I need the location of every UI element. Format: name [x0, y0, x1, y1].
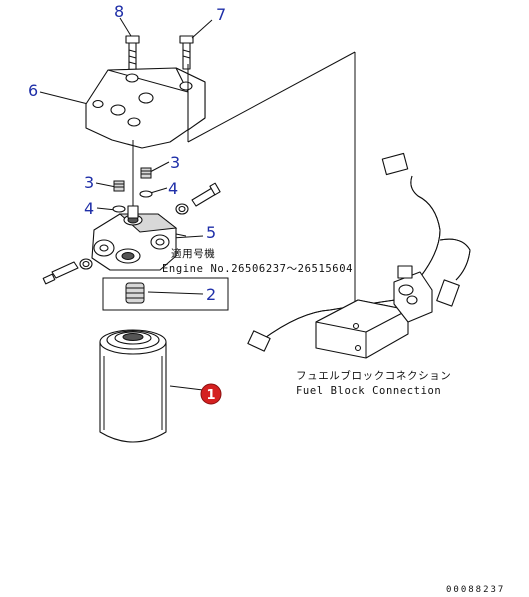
callout-5: 5	[206, 223, 216, 242]
fuel-block-assembly	[247, 152, 471, 359]
callout-1: 1	[206, 388, 215, 403]
fitting-left	[42, 258, 93, 285]
plug-3-lower	[113, 180, 125, 192]
fuel-block-note-en: Fuel Block Connection	[296, 385, 441, 397]
callouts: 8 7 6 3 3 4 4 5 2	[28, 2, 226, 304]
serial-note-jp: 適用号機	[171, 247, 215, 260]
filter-head-5	[91, 205, 187, 271]
callout-4-lower: 4	[84, 199, 94, 218]
plug-3-upper	[140, 167, 152, 179]
serial-note-en: Engine No.26506237～26515604	[162, 263, 353, 275]
washer-4-lower	[112, 205, 126, 213]
leader-lines	[39, 17, 213, 391]
callout-3-lower: 3	[84, 173, 94, 192]
washer-4-upper	[139, 190, 153, 198]
bolt-8	[125, 35, 140, 72]
callout-4-upper: 4	[168, 179, 178, 198]
reference-lines	[132, 51, 356, 320]
fitting-right	[175, 182, 221, 215]
callout-2: 2	[206, 285, 216, 304]
callout-8: 8	[114, 2, 124, 21]
bolt-7	[179, 35, 194, 70]
detail-box-2	[102, 277, 229, 311]
filter-cartridge-1	[99, 329, 167, 443]
callout-7: 7	[216, 5, 226, 24]
bracket-6	[85, 67, 206, 149]
callout-3-upper: 3	[170, 153, 180, 172]
fuel-block-note-jp: フュエルブロックコネクション	[296, 369, 451, 382]
drawing-code: 00088237	[446, 585, 505, 595]
callout-1-badge: 1	[200, 383, 222, 405]
callout-6: 6	[28, 81, 38, 100]
